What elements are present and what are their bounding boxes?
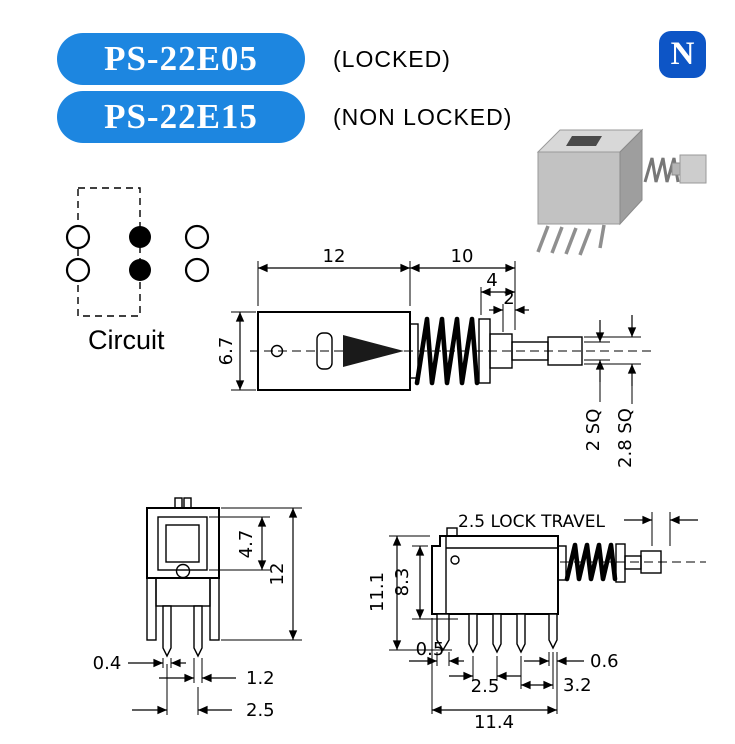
product-photo [536,128,707,256]
side-view-drawing [431,527,706,654]
circuit-label: Circuit [88,325,165,355]
dim-leg-width: 0.5 [416,639,445,660]
contact-common [129,259,151,281]
dim-pin-pitch-b: 3.2 [563,675,592,696]
dim-pin-width-side: 0.6 [590,651,619,672]
model-note-locked: (LOCKED) [333,46,451,72]
model-note-nonlocked: (NON LOCKED) [333,104,513,130]
actuator-detail [175,563,191,579]
terminal-pin [516,613,526,654]
terminal-pin [468,613,478,654]
dim-tip-width: 2 [503,288,514,309]
dim-pin-width-2: 1.2 [246,668,275,689]
plunger-tip [547,336,583,366]
lock-cam [343,335,404,367]
terminal-pin [193,605,203,658]
mount-hole [270,344,284,358]
bracket-leg [436,613,450,652]
contact-open [65,257,91,283]
dim-side-total-height: 11.1 [367,572,388,612]
model-badge-locked: PS-22E05 [57,33,305,85]
dim-pin-pitch: 2.5 [246,700,275,721]
model-badge-nonlocked: PS-22E15 [57,91,305,143]
brand-logo-letter: N [670,36,695,72]
dim-lock-travel: 2.5 LOCK TRAVEL [458,512,606,532]
side-view-dimensions: 2.5 LOCK TRAVEL 11.1 8.3 0.5 2.5 [367,512,698,733]
dim-collar-square: 2.8 SQ [615,408,636,468]
front-view-dimensions: 4.7 12 0.4 1.2 2.5 [93,507,302,721]
front-view-drawing [146,497,220,658]
dim-side-body-height: 8.3 [392,568,413,597]
dim-plunger-extension: 10 [451,246,474,267]
switch-slot [566,136,602,146]
photo-button [679,154,707,184]
top-view-drawing [250,311,655,391]
circuit-diagram: Circuit [65,187,210,355]
dim-body-height: 6.7 [216,337,237,366]
photo-spring [643,157,680,183]
dim-front-total-height: 12 [267,563,288,586]
terminal-pin [492,613,502,654]
dim-total-width: 11.4 [474,712,514,733]
top-view-dimensions: 12 10 4 2 6.7 2 SQ 2.8 SQ [216,246,641,468]
dim-collar-width: 4 [486,270,497,291]
dim-pin-width: 0.4 [93,653,122,674]
dim-inner-height: 4.7 [236,530,257,559]
contact-open [184,257,210,283]
terminal-pin [548,613,558,650]
model-code-locked: PS-22E05 [104,39,258,78]
dim-body-width: 12 [323,246,346,267]
contact-common [129,226,151,248]
dim-pin-pitch-a: 2.5 [471,676,500,697]
spring [564,542,618,582]
brand-logo: N [659,31,706,78]
spring [414,316,480,386]
contact-open [184,224,210,250]
model-code-nonlocked: PS-22E15 [104,97,258,136]
dim-shaft-square: 2 SQ [583,409,604,452]
terminal-pin [162,605,172,658]
contact-open [65,224,91,250]
